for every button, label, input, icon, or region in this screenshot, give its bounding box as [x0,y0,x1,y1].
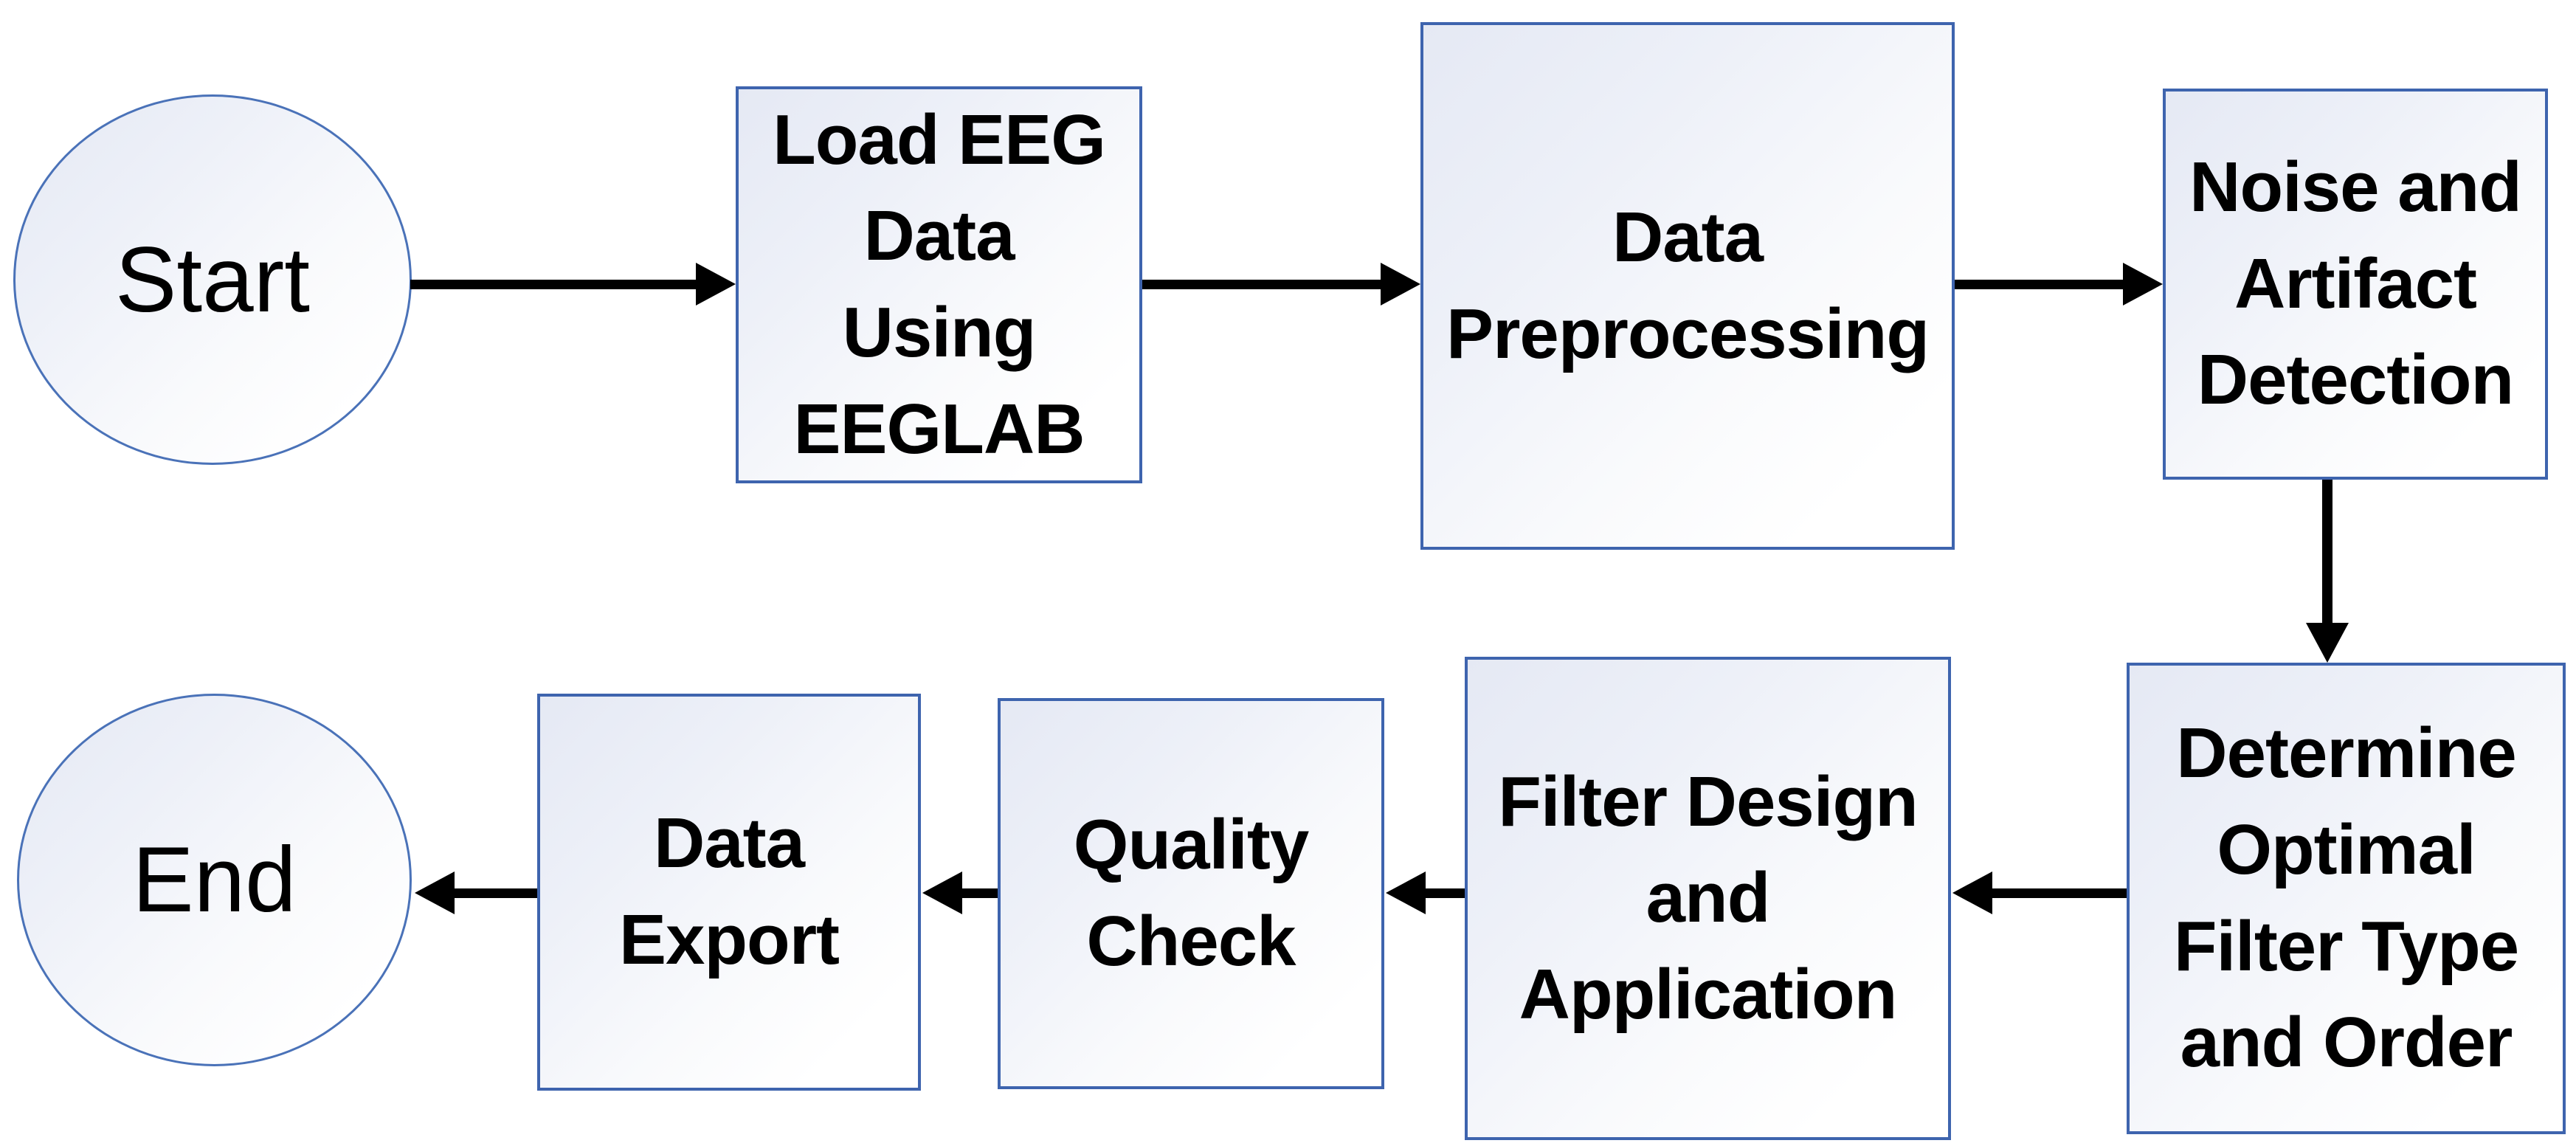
arrow-shaft [1142,280,1382,289]
node-quality-line: Check [1086,902,1296,981]
arrowhead-right-icon [696,263,736,306]
arrow-shaft [961,888,998,898]
arrow-shaft [1424,888,1465,898]
node-preprocess-line: Preprocessing [1446,294,1930,373]
arrowhead-right-icon [1381,263,1420,306]
node-noise-line: Artifact [2234,244,2477,323]
flowchart-node-data-export: Data Export [537,694,921,1091]
node-preprocess-line: Data [1612,197,1764,277]
flowchart-node-start: Start [13,94,412,465]
node-end-label: End [132,829,297,931]
flowchart-node-load-eeg-data: Load EEG Data Using EEGLAB [736,86,1142,483]
node-determine-line: Optimal [2217,810,2476,889]
node-filter-line: and [1646,858,1771,938]
arrow-shaft [2322,480,2332,624]
node-load-line: Using [842,293,1037,372]
arrow-shaft [453,888,537,898]
arrowhead-left-icon [922,871,962,914]
node-load-line: Load EEG [773,100,1106,179]
flowchart-node-determine-filter-type-order: Determine Optimal Filter Type and Order [2127,663,2566,1134]
arrowhead-left-icon [1952,871,1992,914]
flowchart-node-filter-design-application: Filter Design and Application [1465,657,1951,1140]
node-noise-line: Detection [2197,340,2514,420]
arrowhead-right-icon [2123,263,2163,306]
node-filter-line: Application [1519,954,1898,1034]
arrowhead-left-icon [415,871,455,914]
flowchart-node-data-preprocessing: Data Preprocessing [1420,22,1955,550]
node-determine-line: Filter Type [2173,906,2519,986]
node-export-line: Export [618,900,840,979]
node-load-line: Data [863,196,1015,276]
arrow-shaft [410,280,698,289]
node-quality-line: Quality [1073,805,1309,885]
node-noise-line: Noise and [2189,148,2522,227]
node-start-label: Start [115,228,310,331]
node-export-line: Data [653,804,805,883]
arrow-shaft [1955,280,2124,289]
arrowhead-down-icon [2306,623,2349,663]
flowchart-node-noise-artifact-detection: Noise and Artifact Detection [2163,89,2548,480]
node-determine-line: Determine [2176,714,2516,793]
node-determine-line: and Order [2180,1003,2513,1083]
flowchart-node-quality-check: Quality Check [998,698,1384,1089]
arrowhead-left-icon [1386,871,1426,914]
arrow-shaft [1991,888,2127,898]
flowchart-node-end: End [17,694,412,1066]
node-load-line: EEGLAB [793,389,1085,469]
node-filter-line: Filter Design [1498,762,1918,841]
